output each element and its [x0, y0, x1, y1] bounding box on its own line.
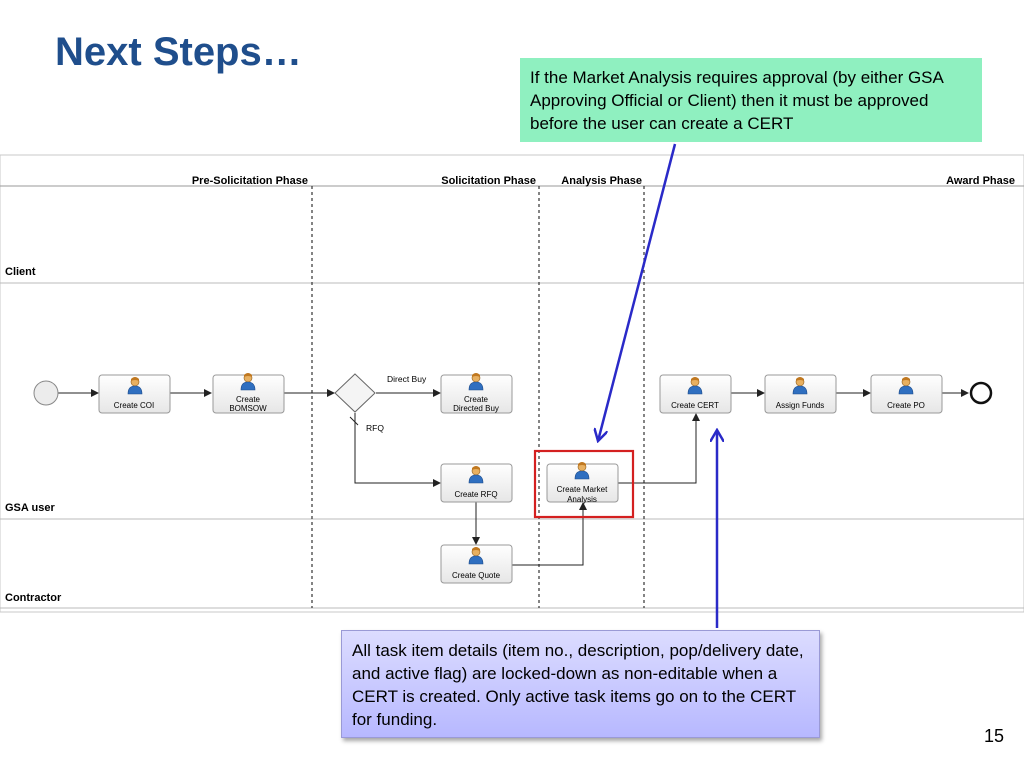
- phase-label-solicitation: Solicitation Phase: [441, 175, 536, 187]
- slide-title: Next Steps…: [55, 30, 302, 74]
- approval-note-text: If the Market Analysis requires approval…: [530, 68, 943, 133]
- lockdown-note: All task item details (item no., descrip…: [341, 630, 820, 738]
- task-create-rfq: Create RFQ: [440, 463, 513, 503]
- annotation-arrow-approval: [598, 143, 677, 441]
- approval-note: If the Market Analysis requires approval…: [520, 58, 982, 142]
- task-create-po: Create PO: [870, 374, 943, 414]
- task-label: Directed Buy: [453, 404, 499, 413]
- task-label: Create COI: [114, 401, 154, 410]
- task-label: Create PO: [887, 401, 925, 410]
- lane-label-client: Client: [5, 266, 36, 278]
- decision-gateway: [334, 373, 376, 413]
- phase-label-analysis: Analysis Phase: [561, 175, 642, 187]
- task-assign-funds: Assign Funds: [764, 374, 837, 414]
- gateway-label-rfq: RFQ: [366, 423, 384, 433]
- gateway-label-direct-buy: Direct Buy: [387, 374, 427, 384]
- task-label: Create: [236, 395, 261, 404]
- flow-quote-to-analysis: [512, 502, 587, 566]
- task-create-bomsow: Create BOMSOW: [212, 372, 285, 414]
- flow-analysis-to-cert: [618, 413, 700, 484]
- task-label: Create RFQ: [454, 490, 497, 499]
- task-create-quote: Create Quote: [440, 544, 513, 584]
- task-label: Analysis: [567, 495, 597, 504]
- task-label: Assign Funds: [776, 401, 824, 410]
- lane-label-gsa-user: GSA user: [5, 502, 55, 514]
- task-label: Create Quote: [452, 571, 501, 580]
- task-create-market-analysis: Create Market Analysis: [546, 461, 619, 504]
- task-label: Create Market: [557, 485, 608, 494]
- task-label: BOMSOW: [229, 404, 267, 413]
- task-label: Create: [464, 395, 489, 404]
- task-create-cert: Create CERT: [659, 374, 732, 414]
- task-create-directed-buy: Create Directed Buy: [440, 372, 513, 414]
- start-event: [33, 380, 59, 406]
- end-event: [969, 381, 993, 405]
- flow-gateway-rfq: [354, 413, 441, 487]
- phase-label-pre-solicitation: Pre-Solicitation Phase: [192, 175, 308, 187]
- lane-label-contractor: Contractor: [5, 592, 62, 604]
- task-create-coi: Create COI: [98, 374, 171, 414]
- lockdown-note-text: All task item details (item no., descrip…: [352, 641, 804, 729]
- page-number: 15: [983, 726, 1004, 746]
- task-label: Create CERT: [671, 401, 719, 410]
- flow-rfq-tick: [349, 416, 359, 426]
- phase-label-award: Award Phase: [946, 175, 1015, 187]
- highlight-box: [533, 449, 635, 519]
